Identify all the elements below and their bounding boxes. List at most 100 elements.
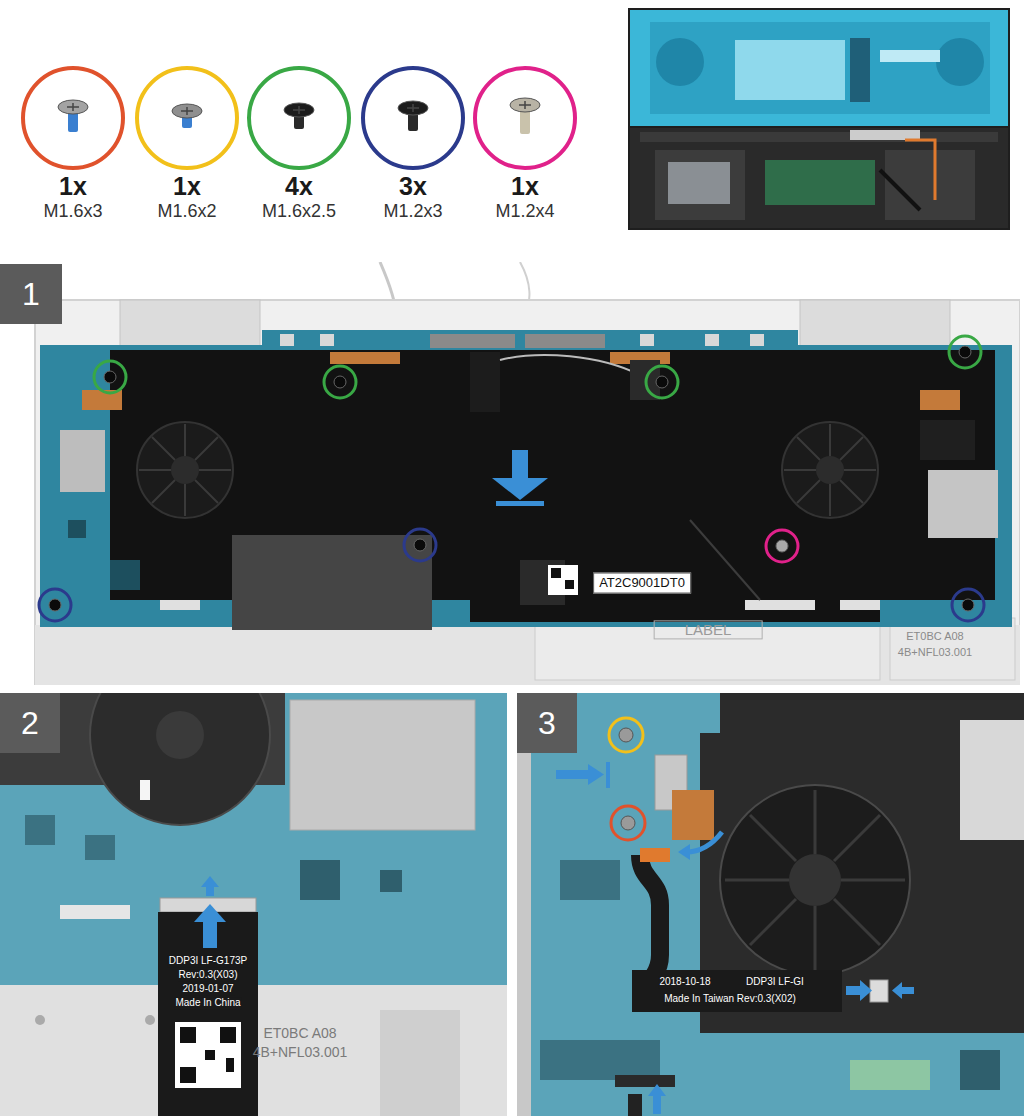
illustration-part (35, 1015, 45, 1025)
screw-size: M1.6x2 (131, 200, 243, 222)
illustration-part (232, 535, 432, 630)
illustration-part (632, 970, 842, 1012)
illustration-part (700, 693, 1024, 1033)
illustration-part (850, 1060, 930, 1090)
illustration-part (290, 700, 475, 830)
illustration-part (40, 345, 1012, 627)
illustration-part (656, 38, 704, 86)
screw-ring (243, 64, 355, 172)
illustration-part (880, 50, 940, 62)
illustration-part (766, 530, 798, 562)
illustration-part (686, 832, 722, 852)
illustration-part (205, 1050, 215, 1060)
illustration-part (220, 1027, 236, 1043)
illustration-part (68, 520, 86, 538)
illustration-part (850, 38, 870, 102)
illustration-part (201, 876, 219, 887)
illustration-part (156, 711, 204, 759)
illustration-part (175, 1022, 241, 1088)
illustration-part (648, 1084, 666, 1096)
screw-legend-item: 1xM1.6x2 (131, 64, 243, 222)
screw-head (284, 103, 314, 117)
illustration-part (517, 693, 531, 1116)
illustration-part (430, 334, 515, 348)
step-number: 2 (21, 707, 39, 739)
illustration-part (782, 422, 878, 518)
printed-label: 4B+NFL03.001 (897, 646, 973, 659)
illustration-part (860, 980, 872, 1001)
illustration-part (180, 1067, 196, 1083)
step-number-box: 1 (0, 264, 62, 324)
illustration-part (90, 693, 270, 825)
illustration-part (640, 132, 998, 142)
illustration-part (551, 568, 561, 578)
illustration-part (280, 334, 294, 346)
screw-ring (131, 64, 243, 172)
illustration-part (512, 450, 528, 480)
screw-ring-outline (249, 68, 349, 168)
printed-label: ET0BC A08 (262, 1025, 337, 1041)
illustration-part (846, 986, 862, 995)
system-board-panel (35, 262, 1020, 685)
printed-label: DDP3I LF-GI (745, 976, 805, 988)
illustration-part (496, 501, 544, 506)
screw-slot (67, 103, 79, 111)
screw-count: 1x (469, 172, 581, 200)
step-number: 3 (538, 707, 556, 739)
illustration-part (690, 693, 720, 733)
printed-label: Rev:0.3(X03) (178, 969, 239, 981)
illustration-part (646, 366, 678, 398)
illustration-part (548, 565, 578, 595)
illustration-part (300, 860, 340, 900)
screw-size: M1.6x3 (17, 200, 129, 222)
screw-ring (17, 64, 129, 172)
screw-slot (293, 106, 305, 114)
illustration-part (650, 22, 990, 114)
illustration-part (892, 982, 902, 999)
illustration-part (628, 1094, 642, 1116)
illustration-part (735, 40, 845, 100)
screw-slot (407, 104, 419, 112)
illustration-part (137, 422, 878, 518)
illustration-part (640, 855, 660, 985)
illustration-part (49, 346, 974, 611)
illustration-part (565, 580, 574, 589)
illustration-part (180, 1027, 196, 1043)
illustration-part (380, 1010, 460, 1116)
illustration-part (800, 300, 950, 348)
printed-label: 4B+NFL03.001 (252, 1044, 349, 1060)
printed-label: 2018-10-18 (658, 976, 711, 988)
illustration-part (324, 366, 356, 398)
illustration-part (560, 860, 620, 900)
illustration-part (905, 140, 935, 200)
screw-head (398, 101, 428, 115)
illustration-part (789, 854, 841, 906)
illustration-part (226, 1058, 234, 1072)
illustration-part (206, 886, 214, 896)
overview-thumbnail (628, 8, 1010, 230)
screw-head (172, 104, 202, 118)
illustration-part (500, 355, 640, 375)
illustration-part (139, 424, 231, 516)
illustration-part (194, 904, 226, 922)
illustration-part (470, 352, 500, 412)
illustration-part (320, 334, 334, 346)
printed-label: LABEL (654, 620, 763, 639)
screw-size: M1.2x4 (469, 200, 581, 222)
illustration-part (609, 718, 643, 752)
illustration-part (60, 905, 130, 919)
illustration-part (39, 589, 71, 621)
illustration-part (672, 790, 714, 840)
screw-head (58, 100, 88, 114)
printed-label: AT2C9001DT0 (593, 573, 691, 594)
illustration-part (507, 693, 517, 1116)
illustration-part (690, 520, 760, 600)
illustration-part (784, 424, 876, 516)
illustration-part (619, 728, 633, 742)
illustration-part (140, 780, 150, 800)
screw-slot (181, 107, 193, 115)
illustration-part (39, 336, 984, 621)
screw-ring-outline (363, 68, 463, 168)
illustration-part (137, 422, 233, 518)
screw-size: M1.6x2.5 (243, 200, 355, 222)
